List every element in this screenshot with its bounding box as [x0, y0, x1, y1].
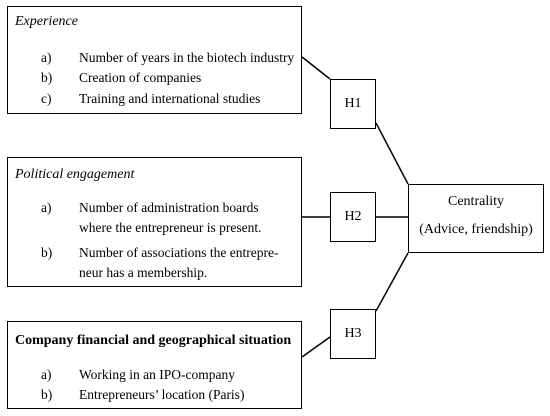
centrality-label: Centrality — [448, 194, 504, 209]
list-item-text: Number of years in the biotech industry — [79, 50, 295, 65]
list-marker: a) — [41, 50, 52, 65]
list-item-text: Creation of companies — [79, 70, 202, 85]
hypothesis-h3-box: H3 — [330, 309, 376, 359]
connector-company-h3 — [301, 336, 331, 358]
company-box: Company financial and geographical situa… — [7, 321, 302, 409]
centrality-subtitle: (Advice, friendship) — [419, 222, 533, 237]
centrality-box: Centrality (Advice, friendship) — [408, 184, 544, 253]
list-marker: c) — [41, 91, 52, 106]
experience-box: Experience a) Number of years in the bio… — [7, 6, 302, 114]
list-item-text: Working in an IPO-company — [79, 367, 236, 382]
political-title: Political engagement — [15, 167, 135, 182]
connector-h1-centrality — [375, 122, 409, 185]
list-marker: b) — [41, 245, 53, 260]
hypothesis-h2-box: H2 — [330, 192, 376, 242]
list-marker: b) — [41, 387, 53, 402]
political-box: Political engagement a) Number of admini… — [7, 157, 302, 287]
experience-title: Experience — [15, 14, 78, 29]
connector-h3-centrality — [375, 252, 409, 312]
list-marker: a) — [41, 367, 52, 382]
list-item-text: Training and international studies — [79, 91, 261, 106]
list-item-text: Entrepreneurs’ location (Paris) — [79, 387, 245, 402]
company-title: Company financial and geographical situa… — [15, 333, 292, 348]
list-item-text: Number of administration boards — [79, 200, 259, 215]
connector-experience-h1 — [301, 56, 331, 80]
list-marker: a) — [41, 200, 52, 215]
list-item-text: where the entrepreneur is present. — [79, 220, 262, 235]
hypothesis-h1-box: H1 — [330, 79, 376, 129]
list-item-text: Number of associations the entrepre- — [79, 245, 279, 260]
list-marker: b) — [41, 70, 53, 85]
list-item-text: neur has a membership. — [79, 265, 208, 280]
